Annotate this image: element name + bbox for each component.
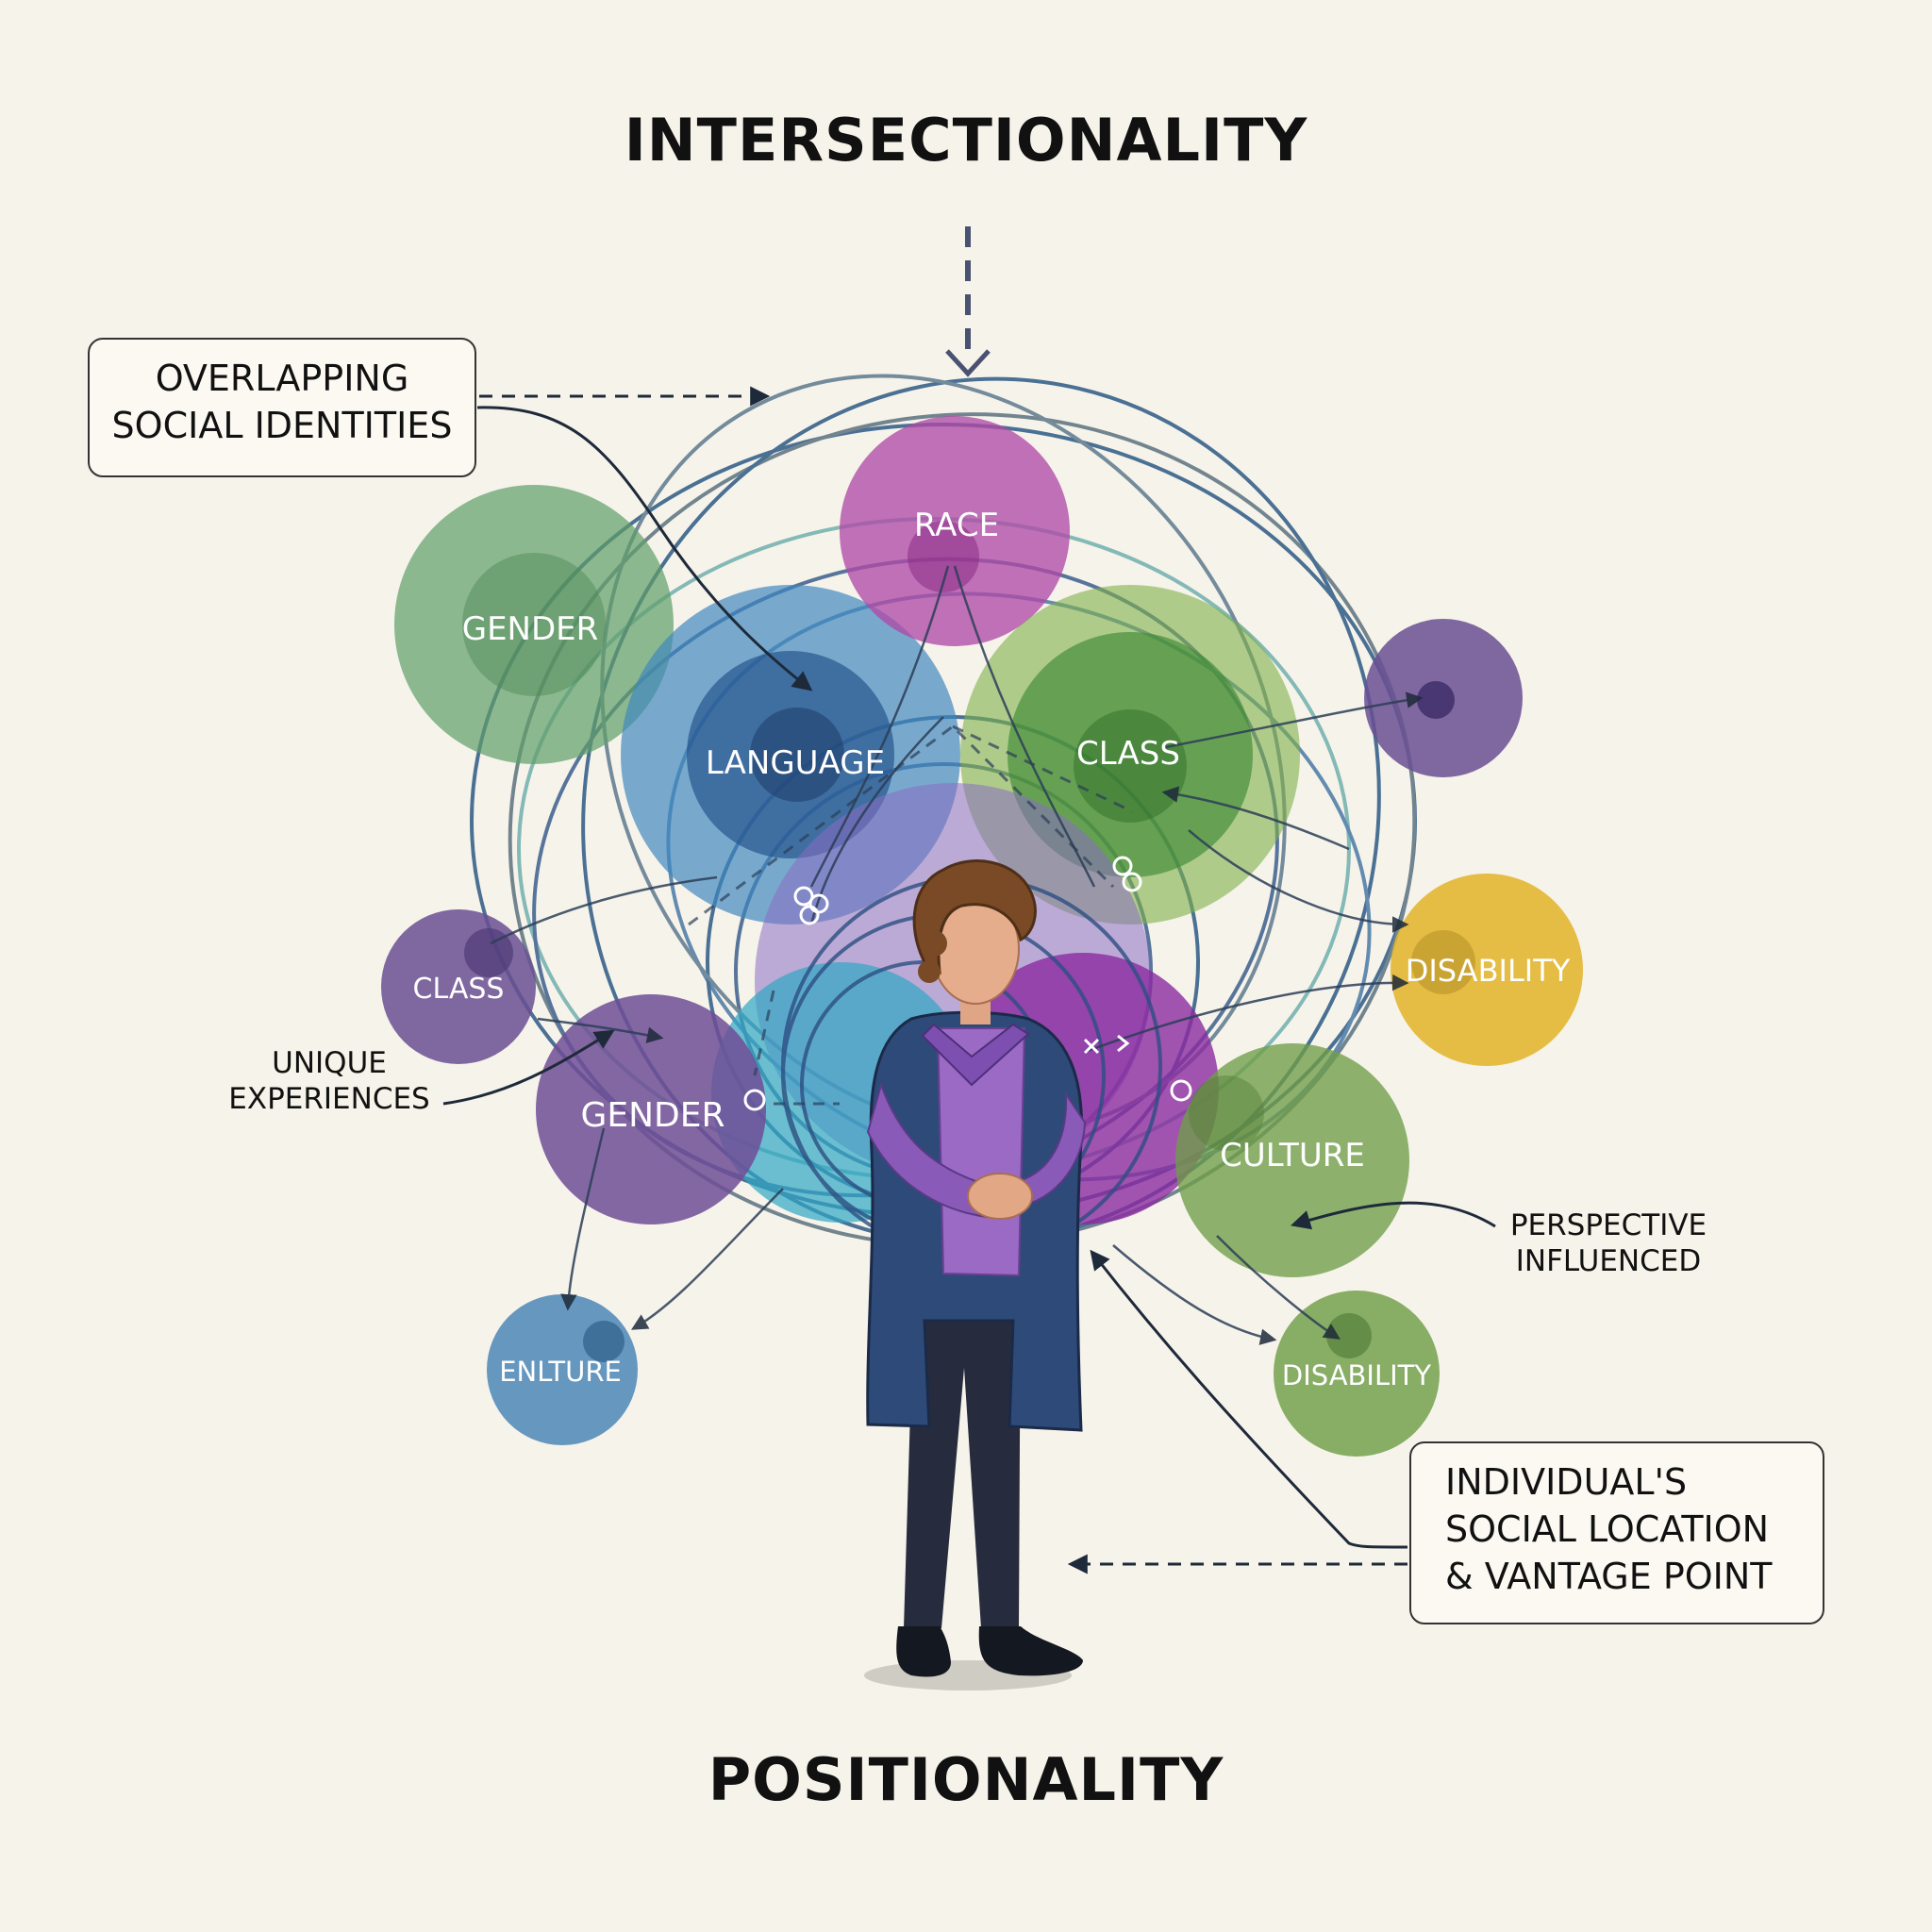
label-disability-bottom: DISABILITY	[1282, 1359, 1432, 1391]
top-dashed-arrow	[945, 226, 991, 377]
person-legs	[904, 1255, 1021, 1628]
note-line: EXPERIENCES	[228, 1082, 430, 1116]
label-class-left: CLASS	[413, 973, 505, 1006]
person-right-shoe	[978, 1626, 1083, 1676]
callout-individual-location: INDIVIDUAL'S SOCIAL LOCATION & VANTAGE P…	[1409, 1441, 1824, 1624]
dashed-links	[688, 724, 1133, 1106]
callout-overlapping-identities: OVERLAPPING SOCIAL IDENTITIES	[88, 338, 476, 477]
label-culture-right: CULTURE	[1220, 1137, 1365, 1174]
label-gender-top: GENDER	[462, 610, 599, 648]
callout-line: & VANTAGE POINT	[1445, 1556, 1773, 1597]
unique-arrow	[442, 1029, 615, 1106]
label-culture-bottom: ENLTURE	[499, 1356, 622, 1388]
label-disability-right: DISABILITY	[1406, 953, 1571, 989]
person-hair	[912, 859, 1037, 974]
person-left-shoe	[896, 1626, 951, 1677]
callout-line: SOCIAL IDENTITIES	[111, 405, 453, 446]
person-figure	[864, 859, 1087, 1690]
callout-line: INDIVIDUAL'S	[1445, 1461, 1688, 1503]
overlap-callout-arrows	[476, 386, 813, 691]
note-line: INFLUENCED	[1515, 1244, 1702, 1278]
circle-disability-bottom	[1274, 1291, 1440, 1457]
note-line: UNIQUE	[272, 1046, 387, 1080]
note-perspective-influenced: PERSPECTIVE INFLUENCED	[1500, 1208, 1717, 1279]
connector-lines	[490, 565, 1424, 1345]
callout-line: OVERLAPPING	[155, 358, 409, 399]
title-intersectionality: INTERSECTIONALITY	[624, 106, 1308, 175]
individual-callout-arrows	[1067, 1249, 1408, 1574]
label-race: RACE	[914, 507, 999, 544]
label-gender-bottom: GENDER	[580, 1096, 724, 1135]
note-line: PERSPECTIVE	[1509, 1208, 1707, 1242]
circle-culture-right	[1175, 1043, 1409, 1277]
title-positionality: POSITIONALITY	[708, 1745, 1224, 1814]
identity-labels: RACE GENDER LANGUAGE CLASS CLASS DISABIL…	[413, 507, 1571, 1391]
perspective-arrow	[1290, 1201, 1496, 1230]
label-class-top: CLASS	[1076, 735, 1180, 773]
note-unique-experiences: UNIQUE EXPERIENCES	[225, 1045, 434, 1117]
node-glyphs	[743, 856, 1192, 1111]
callout-line: SOCIAL LOCATION	[1445, 1508, 1770, 1550]
circle-disability-right	[1391, 874, 1583, 1066]
label-language: LANGUAGE	[706, 744, 885, 782]
person-hands	[967, 1173, 1033, 1220]
